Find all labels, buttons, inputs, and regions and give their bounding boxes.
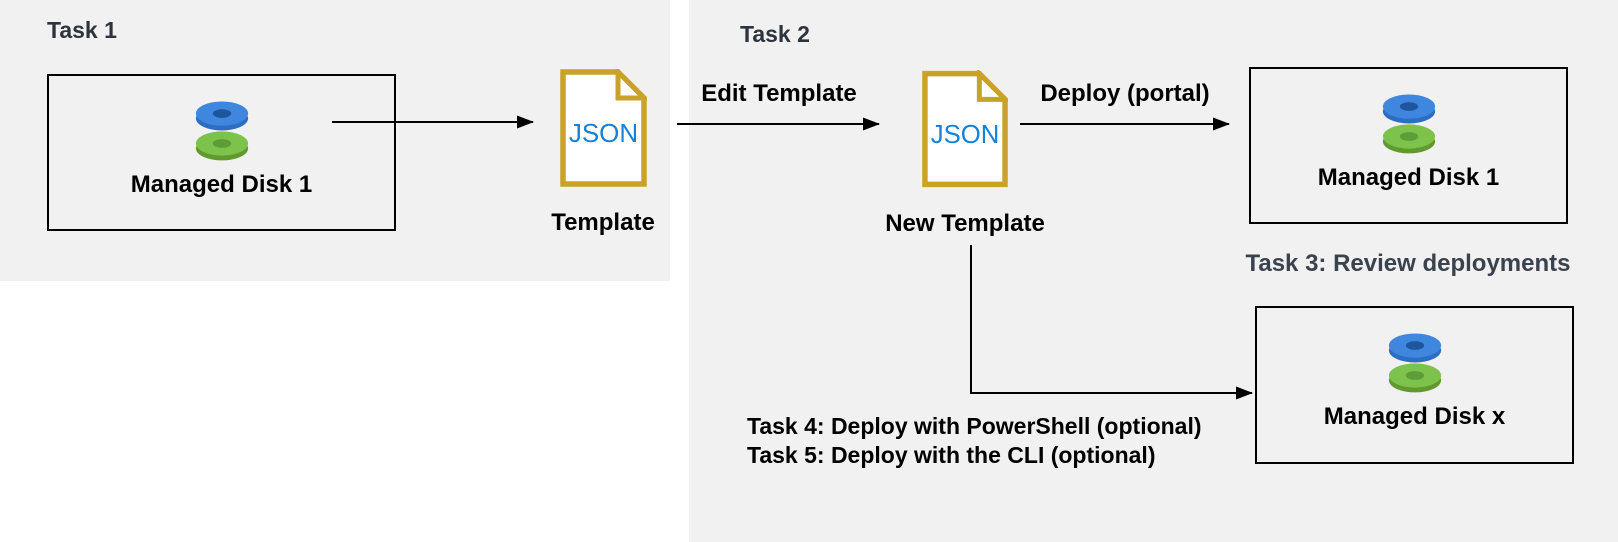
json-file-type-text: JSON [931,121,1000,149]
managed-disk-icon [195,100,248,160]
task1-panel-background [0,0,670,281]
managed-disk-x-box: Managed Disk x [1255,306,1574,464]
managed-disk-1-deployed-label: Managed Disk 1 [1317,163,1500,191]
managed-disk-icon [1382,93,1435,153]
json-file-icon: JSON [559,69,647,187]
task5-caption: Task 5: Deploy with the CLI (optional) [747,442,1156,468]
new-template-file-group: JSON New Template [885,70,1045,238]
task3-caption: Task 3: Review deployments [1245,250,1571,277]
template-file-group: JSON Template [528,69,678,237]
managed-disk-icon [1388,333,1441,393]
managed-disk-1-deployed-box: Managed Disk 1 [1249,67,1568,224]
task4-caption: Task 4: Deploy with PowerShell (optional… [747,413,1202,439]
task2-heading: Task 2 [740,21,810,47]
json-file-icon: JSON [922,70,1008,188]
task4-task5-captions: Task 4: Deploy with PowerShell (optional… [747,412,1202,470]
edit-template-arrow-label: Edit Template [701,80,857,107]
managed-disk-1-source-label: Managed Disk 1 [130,170,313,198]
json-file-type-text: JSON [568,118,637,148]
new-template-caption: New Template [885,210,1045,237]
managed-disk-1-source-box: Managed Disk 1 [47,74,396,231]
managed-disk-x-label: Managed Disk x [1323,403,1506,430]
template-caption: Template [551,209,655,236]
deploy-portal-arrow-label: Deploy (portal) [1040,80,1210,107]
task1-heading: Task 1 [47,17,117,43]
